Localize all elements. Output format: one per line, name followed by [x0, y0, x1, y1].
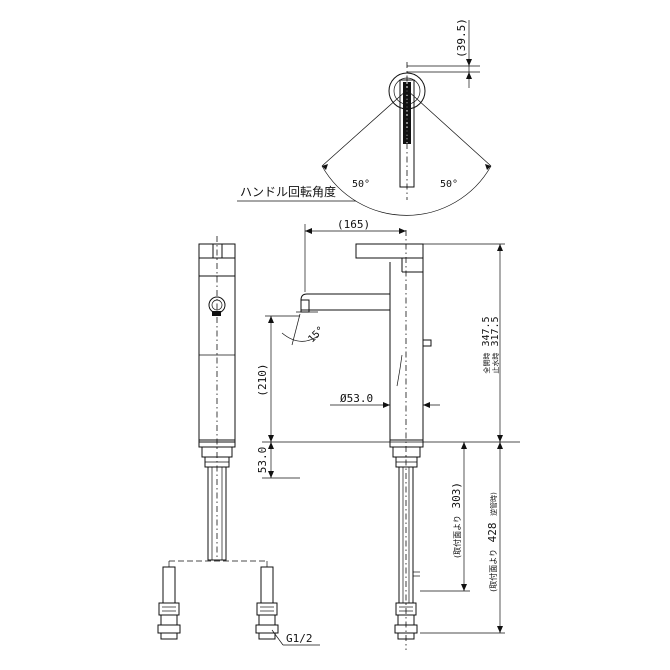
- stop-height-label: 止水時: [491, 353, 500, 374]
- mount-428-suffix: 逆管時): [489, 492, 498, 516]
- angle-15-label: 15°: [306, 325, 327, 346]
- top-view: (39.5) 50° 50° ハンドル回転角度: [237, 18, 492, 216]
- handle-rotation-label: ハンドル回転角度: [240, 184, 336, 199]
- svg-text:(取付面より 303): (取付面より 303): [450, 482, 463, 558]
- angle-right-label: 50°: [440, 179, 458, 190]
- svg-text:全開時 347.5: 全開時 347.5: [481, 316, 492, 373]
- total-height-value: 347.5: [481, 316, 492, 346]
- side-view: (165) 15° (210) 53.0 Ø53.0 全開時 347.5: [256, 218, 520, 650]
- dim-165-label: (165): [337, 218, 370, 231]
- svg-text:止水時 317.5: 止水時 317.5: [490, 316, 501, 373]
- dim-210-label: (210): [256, 363, 269, 396]
- mount-303-value: 303): [450, 482, 463, 509]
- stop-height-value: 317.5: [490, 316, 501, 346]
- thread-label: G1/2: [286, 632, 313, 645]
- mount-428-value: 428: [486, 522, 499, 542]
- dim-top-label: (39.5): [455, 18, 468, 58]
- mount-303-prefix: (取付面より: [452, 515, 462, 558]
- angle-left-label: 50°: [352, 179, 370, 190]
- svg-text:(取付面より 428 逆管時): (取付面より 428 逆管時): [486, 492, 499, 592]
- dim-53-label: 53.0: [256, 447, 269, 474]
- dim-phi-label: Ø53.0: [340, 392, 373, 405]
- mount-428-prefix: (取付面より: [488, 549, 498, 592]
- front-view: G1/2: [157, 236, 320, 646]
- total-height-label: 全開時: [482, 353, 491, 374]
